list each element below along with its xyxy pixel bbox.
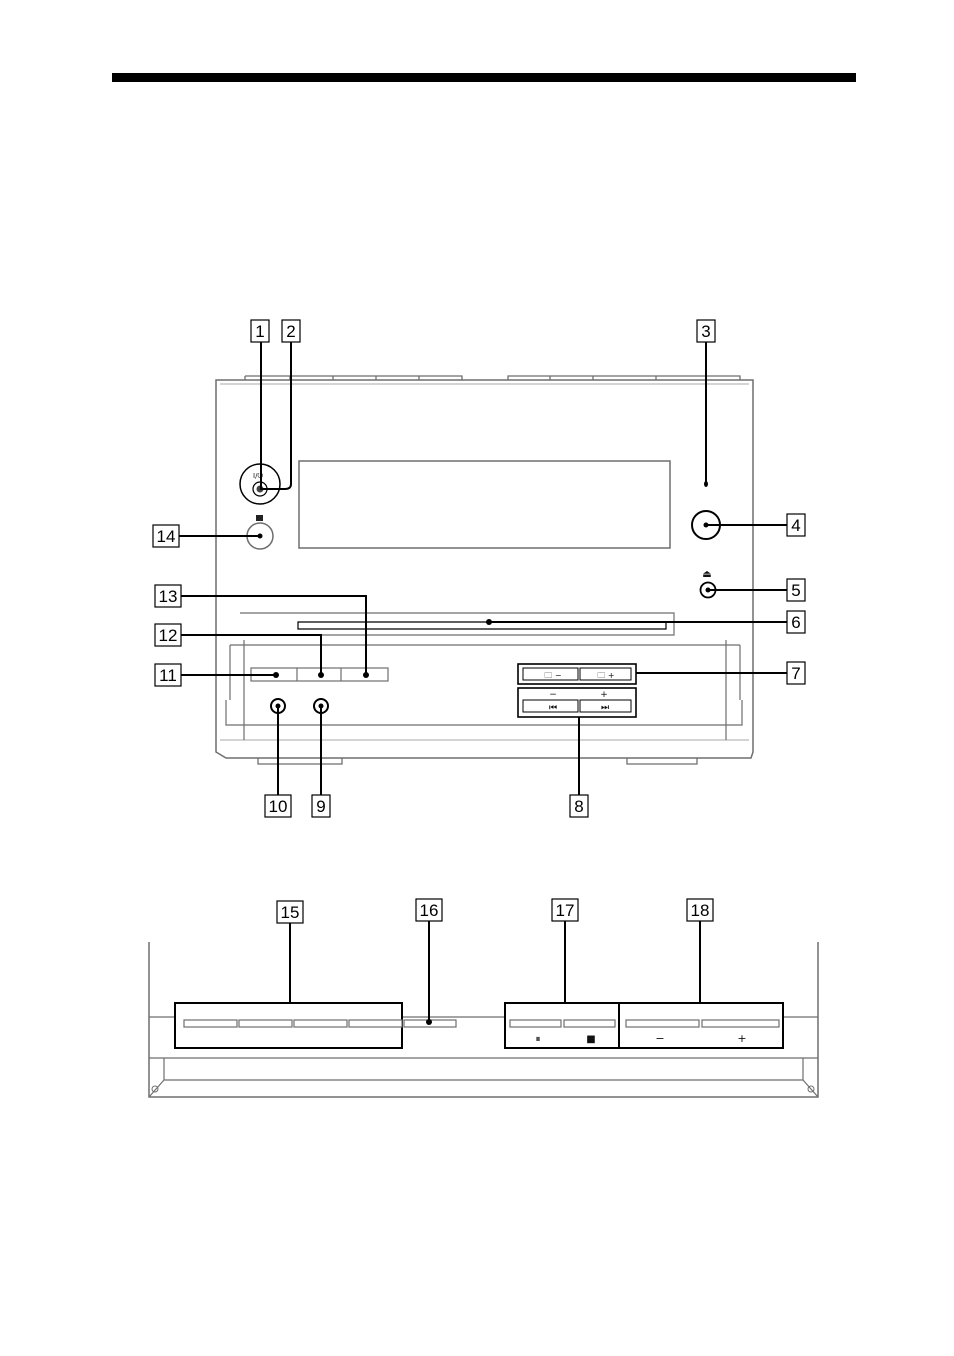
svg-text:17: 17 bbox=[556, 901, 575, 920]
stop-icon: ■ bbox=[586, 1034, 595, 1045]
volume-plus-label: + bbox=[737, 1032, 746, 1045]
pause-stop-box bbox=[505, 1003, 619, 1048]
callout-17: 17 bbox=[552, 899, 578, 921]
callout-12: 12 bbox=[155, 624, 181, 646]
callout-13: 13 bbox=[155, 585, 181, 607]
callout-7: 7 bbox=[787, 662, 805, 684]
svg-text:8: 8 bbox=[574, 797, 583, 816]
callout-2: 2 bbox=[282, 320, 300, 342]
volume-minus-button[interactable] bbox=[626, 1020, 699, 1027]
pause-button[interactable] bbox=[510, 1020, 561, 1027]
folder-buttons-frame bbox=[518, 664, 636, 684]
svg-text:15: 15 bbox=[281, 903, 300, 922]
next-track-icon: ⏭ bbox=[601, 703, 609, 713]
unit-outline bbox=[216, 376, 753, 764]
callout-16: 16 bbox=[416, 899, 442, 921]
svg-text:12: 12 bbox=[159, 626, 178, 645]
function-group-button-2[interactable] bbox=[239, 1020, 292, 1027]
function-group-buttons bbox=[184, 1020, 402, 1027]
callout-9: 9 bbox=[312, 795, 330, 817]
callout-5: 5 bbox=[787, 579, 805, 601]
function-icon bbox=[256, 515, 263, 521]
svg-text:18: 18 bbox=[691, 901, 710, 920]
svg-text:3: 3 bbox=[701, 322, 710, 341]
svg-text:16: 16 bbox=[420, 901, 439, 920]
volume-plus-button[interactable] bbox=[702, 1020, 779, 1027]
callout-10: 10 bbox=[265, 795, 291, 817]
display-window bbox=[299, 461, 670, 548]
callout-15: 15 bbox=[277, 901, 303, 923]
stop-button[interactable] bbox=[564, 1020, 615, 1027]
disc-slot bbox=[298, 622, 666, 629]
svg-text:13: 13 bbox=[159, 587, 178, 606]
folder-minus-label: 🗀 − bbox=[544, 671, 561, 680]
disc-slot-frame bbox=[240, 613, 674, 635]
svg-text:14: 14 bbox=[157, 527, 176, 546]
callout-4: 4 bbox=[787, 514, 805, 536]
function-group-button-4[interactable] bbox=[349, 1020, 402, 1027]
header-rule bbox=[112, 73, 856, 82]
callout-1: 1 bbox=[251, 320, 269, 342]
eject-icon: ⏏ bbox=[702, 569, 711, 580]
pause-icon: ⏸ bbox=[536, 1034, 541, 1045]
svg-text:10: 10 bbox=[269, 797, 288, 816]
callout-6: 6 bbox=[787, 611, 805, 633]
folder-plus-label: 🗀 + bbox=[597, 671, 614, 680]
callout-11: 11 bbox=[155, 664, 181, 686]
skip-buttons-frame bbox=[518, 688, 636, 717]
svg-text:6: 6 bbox=[791, 613, 800, 632]
svg-text:4: 4 bbox=[791, 516, 800, 535]
svg-text:5: 5 bbox=[791, 581, 800, 600]
volume-box bbox=[619, 1003, 783, 1048]
leader-dot-16 bbox=[426, 1019, 432, 1025]
callout-3: 3 bbox=[697, 320, 715, 342]
prev-track-icon: ⏮ bbox=[549, 703, 557, 713]
function-group-button-3[interactable] bbox=[294, 1020, 347, 1027]
svg-text:7: 7 bbox=[791, 664, 800, 683]
skip-plus-label: + bbox=[600, 690, 608, 700]
function-group-button-1[interactable] bbox=[184, 1020, 237, 1027]
svg-text:9: 9 bbox=[316, 797, 325, 816]
svg-text:2: 2 bbox=[286, 322, 295, 341]
volume-minus-label: − bbox=[655, 1032, 664, 1045]
skip-minus-label: − bbox=[549, 690, 557, 700]
svg-text:11: 11 bbox=[159, 666, 177, 685]
callout-14: 14 bbox=[153, 525, 179, 547]
callout-18: 18 bbox=[687, 899, 713, 921]
callout-8: 8 bbox=[570, 795, 588, 817]
svg-text:1: 1 bbox=[255, 322, 264, 341]
leader-lines-detail bbox=[290, 921, 700, 1022]
leader-lines-front bbox=[179, 342, 787, 795]
